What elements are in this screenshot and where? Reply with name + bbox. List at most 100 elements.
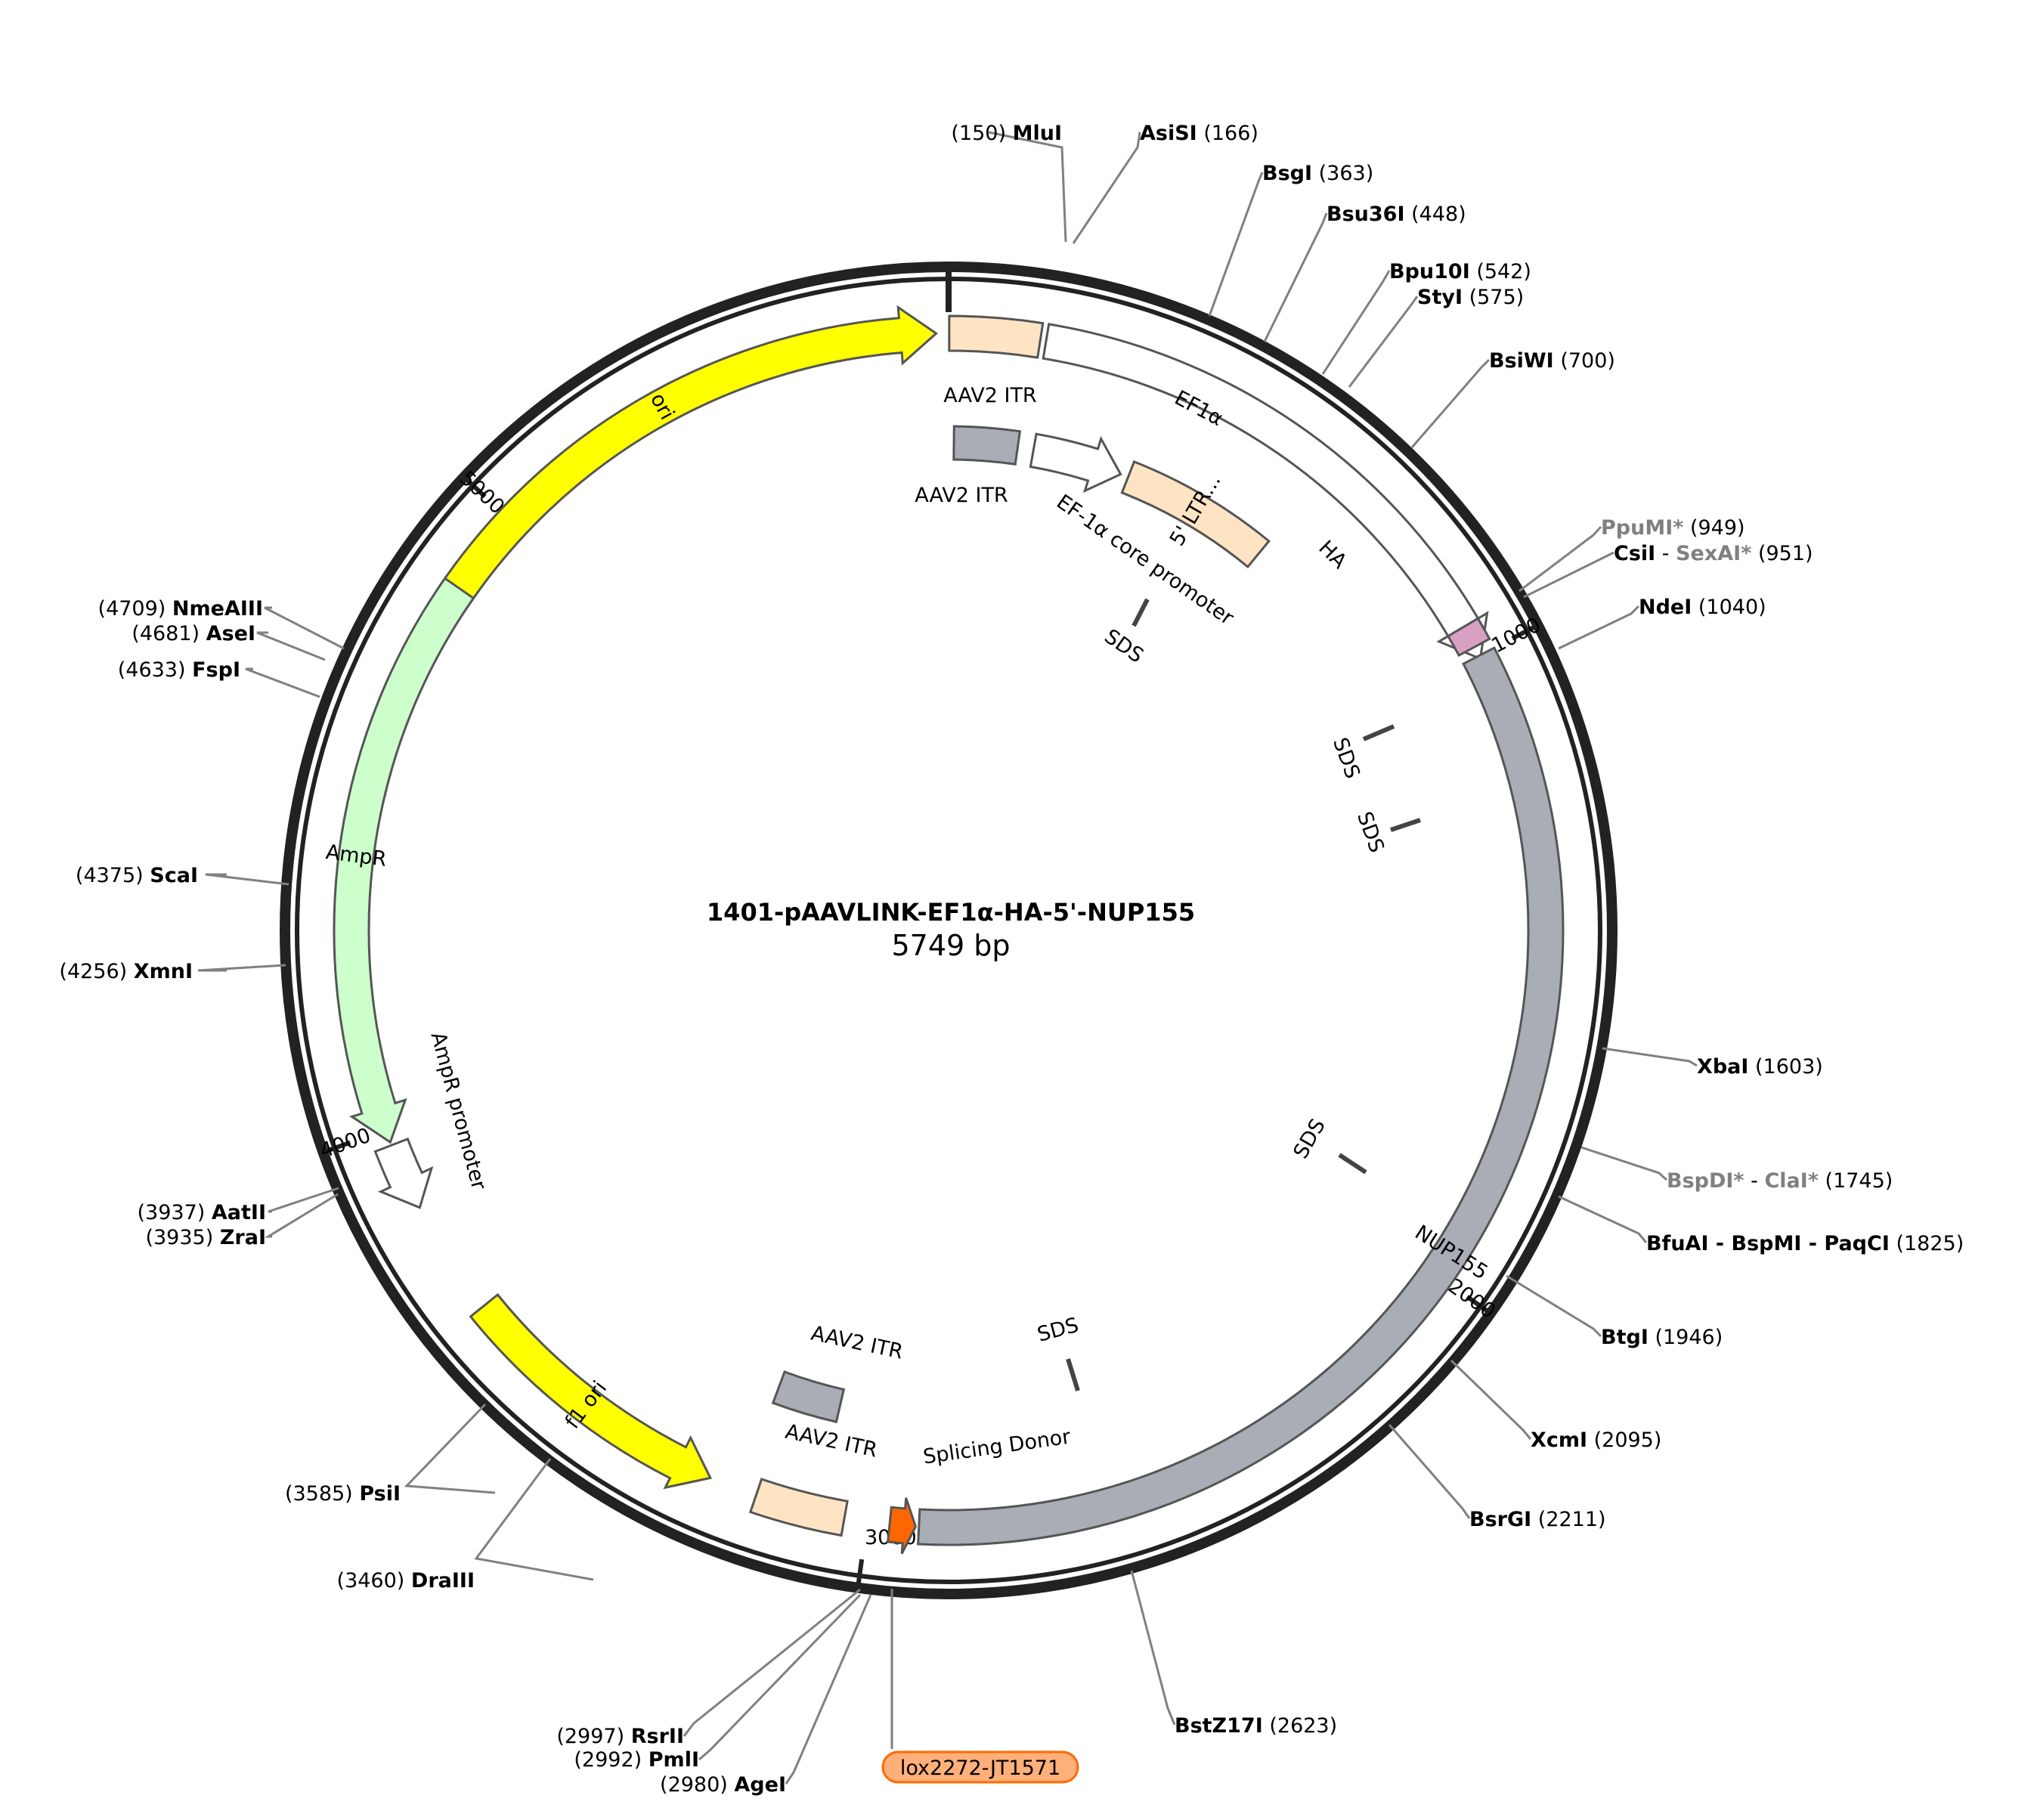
site-label[interactable]: Bsu36I (448) [1327, 203, 1466, 226]
site-position: (1946) [1655, 1326, 1723, 1349]
site-leader-line [1388, 1424, 1471, 1519]
site-label[interactable]: (2992) PmlI [574, 1748, 699, 1772]
site-separator: - [1744, 1169, 1765, 1193]
feature-ampr-promoter[interactable] [373, 1138, 434, 1209]
site-label[interactable]: BsrGI (2211) [1469, 1508, 1606, 1531]
site-position: (363) [1319, 162, 1374, 185]
feature-ha[interactable] [1446, 617, 1491, 658]
site-label[interactable]: NdeI (1040) [1639, 596, 1766, 619]
sds-mark [1362, 724, 1395, 741]
site-position: (4633) [118, 658, 186, 682]
site-position: (2211) [1538, 1508, 1606, 1531]
site-label[interactable]: (3935) ZraI [145, 1226, 266, 1249]
site-enzyme: RsrII [631, 1725, 684, 1748]
primer-label: lox2272-JT1571 [900, 1757, 1060, 1780]
site-label[interactable]: (150) MluI [951, 122, 1062, 145]
feature-splicing-donor-label: Splicing Donor [921, 1425, 1073, 1469]
site-label[interactable]: XcmI (2095) [1531, 1428, 1661, 1452]
feature-aav2-itr[interactable] [948, 314, 1045, 359]
site-leader-line [1130, 1570, 1176, 1726]
site-label[interactable]: (4375) ScaI [76, 864, 198, 887]
site-enzyme: PpuMI* [1601, 516, 1683, 540]
site-label[interactable]: (3937) AatII [138, 1201, 267, 1224]
site-label[interactable]: BfuAI - BspMI - PaqCI (1825) [1646, 1232, 1964, 1255]
site-leader-line [474, 1458, 594, 1581]
site-label[interactable]: BsiWI (700) [1489, 349, 1615, 373]
site-label[interactable]: (4681) AseI [132, 622, 255, 645]
site-position: (542) [1476, 260, 1531, 283]
tick-mark [1511, 625, 1535, 641]
site-enzyme: BtgI [1601, 1326, 1648, 1349]
feature-5-ltr[interactable] [1120, 460, 1271, 569]
site-enzyme: ZraI [220, 1226, 266, 1249]
site-enzyme-2: SexAI* [1676, 542, 1751, 565]
site-position: (2623) [1269, 1714, 1337, 1738]
site-position: (2095) [1594, 1428, 1662, 1452]
site-label[interactable]: (4256) XmnI [59, 960, 193, 983]
site-position: (448) [1411, 203, 1466, 226]
site-position: (166) [1203, 122, 1258, 145]
site-position: (1745) [1825, 1169, 1893, 1193]
site-label[interactable]: PpuMI* (949) [1601, 516, 1745, 540]
feature-ori[interactable] [435, 305, 939, 611]
sds-label: SDS [1289, 1115, 1330, 1162]
site-label[interactable]: BtgI (1946) [1601, 1326, 1723, 1349]
site-label[interactable]: BspDI* - ClaI* (1745) [1667, 1169, 1893, 1193]
feature-f1-ori[interactable] [469, 1292, 713, 1490]
site-enzyme: PsiI [359, 1482, 401, 1506]
site-enzyme: Bsu36I [1327, 203, 1405, 226]
site-leader-line [1208, 172, 1264, 317]
tick-label: 4000 [317, 1124, 373, 1163]
site-enzyme: BstZ17I [1175, 1714, 1263, 1738]
feature-aav2-itr[interactable] [952, 425, 1022, 466]
site-label[interactable]: BsgI (363) [1262, 162, 1373, 185]
site-position: (1040) [1698, 596, 1766, 619]
site-position: (3585) [285, 1482, 353, 1506]
site-label[interactable]: StyI (575) [1417, 286, 1524, 309]
site-leader-line [1450, 1359, 1532, 1440]
site-label[interactable]: (2997) RsrII [556, 1725, 684, 1748]
site-label[interactable]: BstZ17I (2623) [1175, 1714, 1337, 1738]
site-leader-line [1523, 551, 1614, 599]
site-position: (3937) [138, 1201, 206, 1224]
site-position: (1825) [1896, 1232, 1964, 1255]
sds-label: SDS [1352, 809, 1388, 856]
feature-ampr[interactable] [333, 577, 475, 1144]
site-leader-line [197, 964, 286, 972]
site-leader-line [988, 131, 1067, 243]
site-label[interactable]: CsiI - SexAI* (951) [1614, 542, 1813, 565]
site-enzyme: BsiWI [1489, 349, 1554, 373]
site-enzyme: BfuAI - BspMI - PaqCI [1646, 1232, 1890, 1255]
site-label[interactable]: (3460) DraIII [337, 1569, 475, 1592]
sds-mark [1066, 1358, 1080, 1391]
primer-badge[interactable] [881, 1750, 1079, 1784]
feature-aav2-itr[interactable] [771, 1370, 846, 1424]
feature-nup155[interactable] [917, 646, 1565, 1546]
feature-ef-1-core-promoter[interactable] [1029, 432, 1122, 494]
site-enzyme: XbaI [1697, 1055, 1748, 1079]
site-leader-line [1410, 358, 1491, 448]
site-label[interactable]: (4709) NmeAIII [98, 597, 263, 621]
feature-ef1[interactable] [1042, 323, 1489, 661]
site-leader-line [256, 631, 326, 661]
site-enzyme: AsiSI [1140, 122, 1197, 145]
backbone-outer-strand [280, 262, 1618, 1599]
sds-mark [1338, 1153, 1367, 1175]
site-label[interactable]: (2980) AgeI [660, 1773, 786, 1797]
feature-aav2-itr-label: AAV2 ITR [809, 1322, 905, 1364]
site-label[interactable]: Bpu10I (542) [1389, 260, 1531, 283]
feature-aav2-itr[interactable] [748, 1478, 849, 1537]
site-position: (4256) [59, 960, 127, 983]
site-label[interactable]: XbaI (1603) [1697, 1055, 1823, 1079]
site-leader-line [1602, 1047, 1698, 1067]
sds-label: SDS [1328, 735, 1364, 782]
feature-splicing-donor[interactable] [887, 1497, 918, 1555]
site-leader-line [1321, 270, 1391, 375]
site-label[interactable]: (3585) PsiI [285, 1482, 401, 1506]
site-leader-line [205, 873, 289, 886]
site-label[interactable]: AsiSI (166) [1140, 122, 1258, 145]
site-leader-line [1263, 212, 1328, 342]
site-label[interactable]: (4633) FspI [118, 658, 240, 682]
site-enzyme: NdeI [1639, 596, 1692, 619]
